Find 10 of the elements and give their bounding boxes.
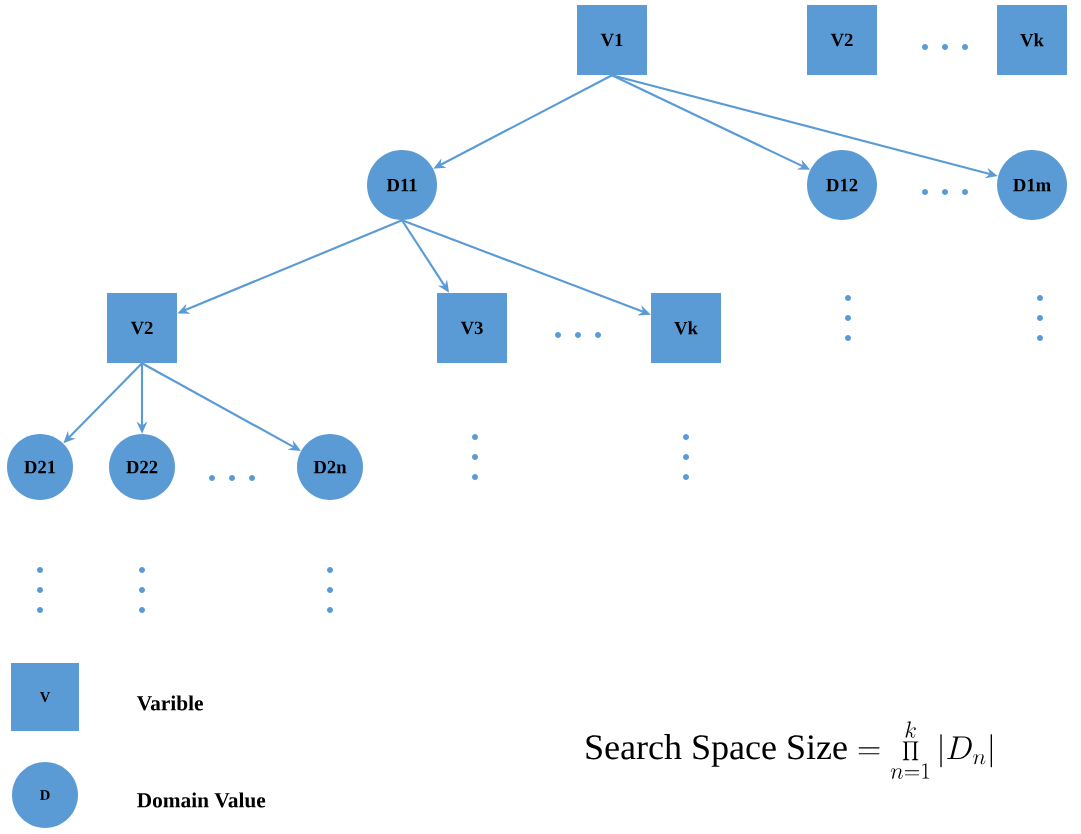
variable-box: V2	[807, 5, 877, 75]
legend-text: Domain Value	[137, 792, 266, 808]
variable-box: V2	[107, 293, 177, 363]
legend-text: Varible	[136, 695, 203, 711]
formula: $\mathrm{Search\ Space\ Size} = \prod_{n=1}^{k}\left|D_n\right|$	[586, 721, 992, 779]
variable-box: Vk	[997, 5, 1067, 75]
legend-variable-box: V	[11, 663, 79, 731]
variable-box: Vk	[651, 293, 721, 363]
variable-box: V1	[577, 5, 647, 75]
variable-box: V3	[437, 293, 507, 363]
